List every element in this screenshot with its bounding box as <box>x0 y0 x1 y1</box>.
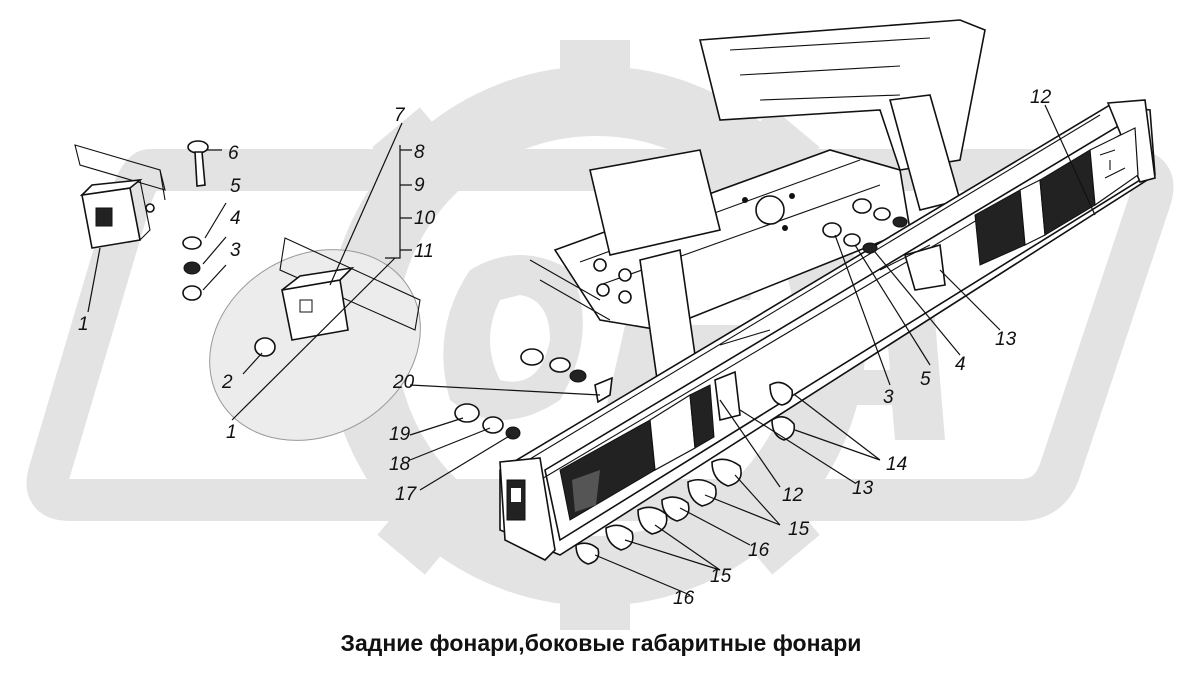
side-lamp-assembly-left <box>74 140 209 301</box>
diagram-caption: Задние фонари,боковые габаритные фонари <box>340 630 862 656</box>
callout-6: 6 <box>228 143 239 164</box>
callout-2: 2 <box>221 372 233 393</box>
callout-12-top: 12 <box>1030 87 1052 108</box>
callout-1-left: 1 <box>78 314 89 335</box>
callout-1-center: 1 <box>226 422 237 443</box>
callout-17: 17 <box>395 484 418 505</box>
fasteners-group <box>454 198 908 440</box>
callout-10: 10 <box>414 208 436 229</box>
callout-13-right: 13 <box>995 329 1017 350</box>
callout-16-lower: 16 <box>673 588 695 609</box>
callout-5-left: 5 <box>230 176 241 197</box>
callout-12-bottom: 12 <box>782 485 804 506</box>
leader-lines <box>87 104 1096 596</box>
callout-14: 14 <box>886 454 907 475</box>
callout-9: 9 <box>414 175 425 196</box>
callout-5-right: 5 <box>920 369 931 390</box>
frame-nuts <box>593 258 632 304</box>
callout-20: 20 <box>392 372 415 393</box>
callout-8: 8 <box>414 142 425 163</box>
detail-highlight-ellipse <box>209 249 421 441</box>
rear-bumper-beam <box>499 99 1156 561</box>
callout-13-bottom: 13 <box>852 478 874 499</box>
callout-16-upper: 16 <box>748 540 770 561</box>
callout-11: 11 <box>414 241 434 262</box>
callout-4-right: 4 <box>955 354 966 375</box>
callout-4-left: 4 <box>230 208 241 229</box>
callout-7: 7 <box>394 105 406 126</box>
callout-3-left: 3 <box>230 240 241 261</box>
callout-18: 18 <box>389 454 411 475</box>
side-lamp-assembly-center <box>254 237 421 357</box>
callout-15-upper: 15 <box>788 519 810 540</box>
callout-labels: 1 6 5 4 3 2 7 8 9 10 11 1 12 13 3 5 4 20… <box>78 87 1052 609</box>
callout-19: 19 <box>389 424 411 445</box>
chassis-frame <box>529 19 986 401</box>
callout-15-lower: 15 <box>710 566 732 587</box>
callout-3-right: 3 <box>883 387 894 408</box>
